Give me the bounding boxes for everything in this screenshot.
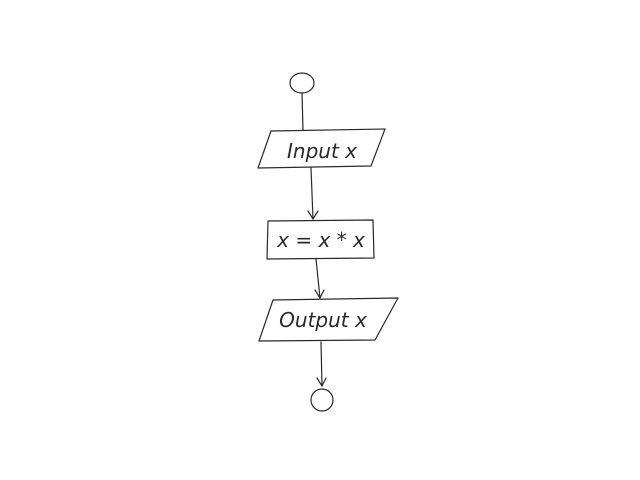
output-node <box>258 297 399 342</box>
end-terminal <box>310 388 334 412</box>
edge-process-to-output-arrowhead <box>314 289 325 299</box>
process-node <box>266 219 375 260</box>
edge-output-to-end-arrowhead <box>316 377 327 387</box>
edge-process-to-output <box>315 258 321 299</box>
start-terminal <box>289 72 315 94</box>
process-node-label: x = x * x <box>276 228 365 252</box>
edge-output-to-end <box>320 341 323 387</box>
edge-input-to-process <box>310 167 314 220</box>
edge-start-to-input <box>301 92 304 131</box>
input-node <box>257 128 386 169</box>
edge-input-to-process-arrowhead <box>307 210 319 220</box>
output-node-label: Output x <box>279 308 367 332</box>
input-node-label: Input x <box>287 139 357 163</box>
